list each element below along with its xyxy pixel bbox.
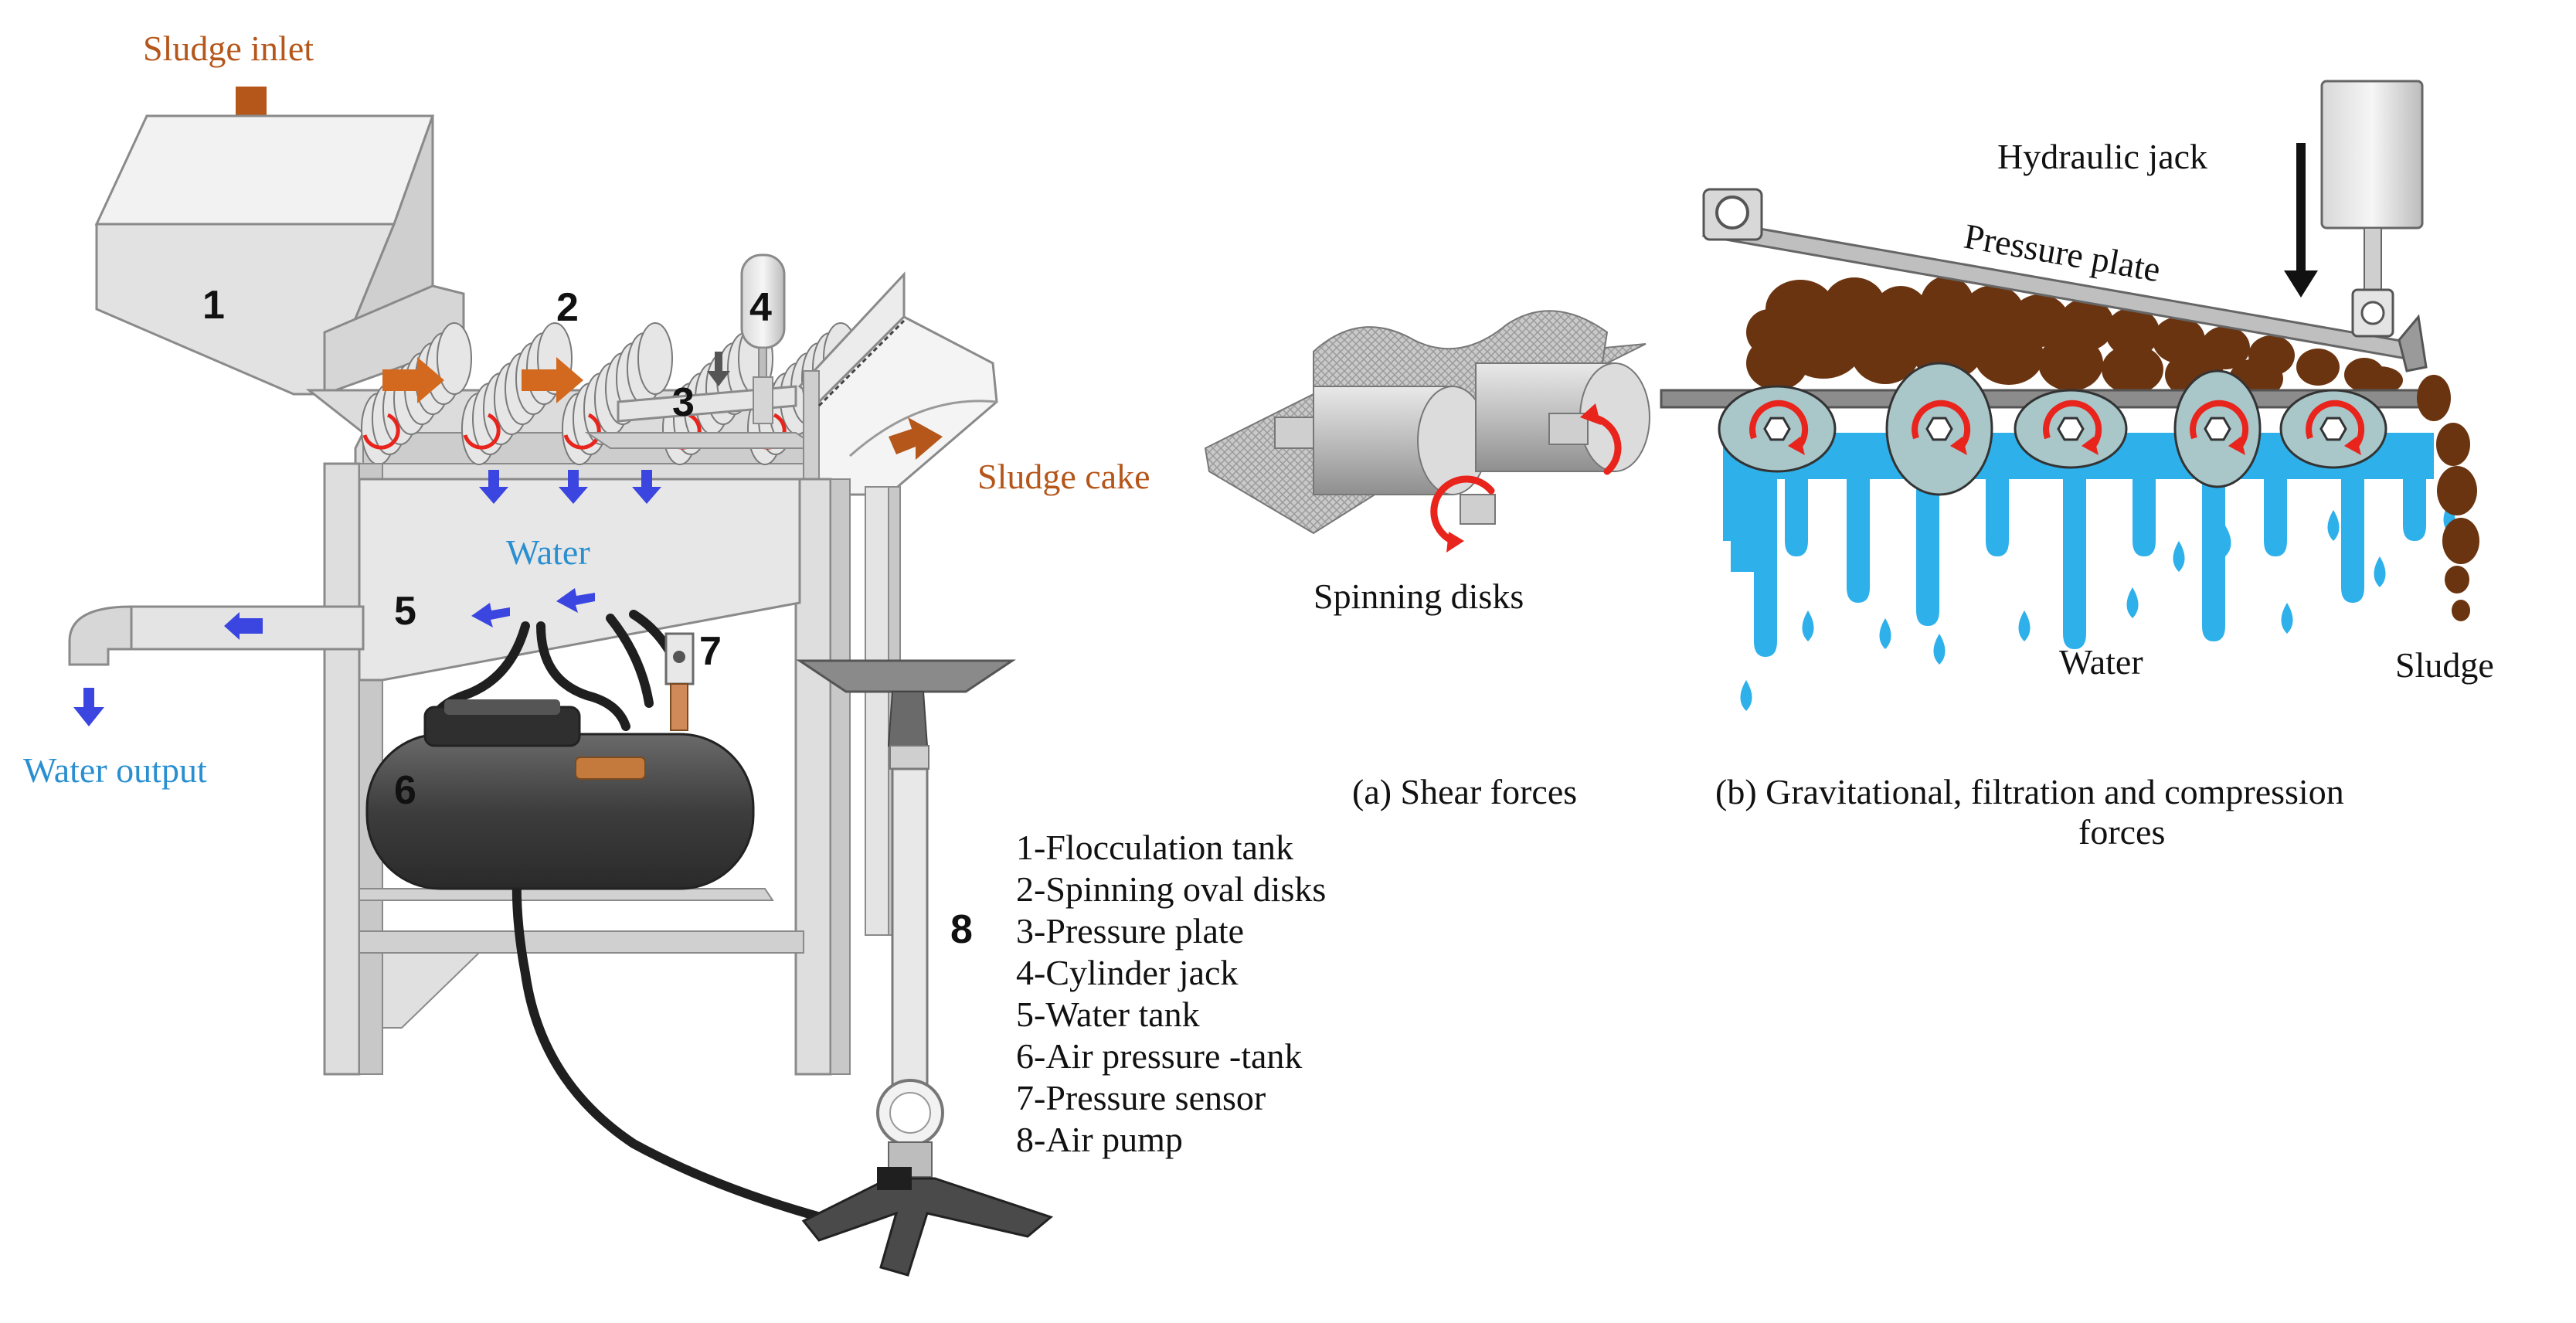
water-output-arrow <box>73 688 104 726</box>
sludge-label-b: Sludge <box>2395 645 2494 685</box>
water-drips <box>1723 433 2434 657</box>
legend-item-4: 4-Cylinder jack <box>1016 953 1238 992</box>
component-legend: 1-Flocculation tank 2-Spinning oval disk… <box>1016 828 1326 1159</box>
plate-hinge <box>1702 188 1763 241</box>
component-number-3: 3 <box>672 380 695 425</box>
hydraulic-jack-label: Hydraulic jack <box>1997 137 2207 176</box>
sludge-inlet-label: Sludge inlet <box>143 29 314 68</box>
rotation-arrow <box>463 413 501 450</box>
sludge-cake-chute <box>797 271 998 496</box>
water-outlet-pipe <box>68 605 365 666</box>
component-number-8: 8 <box>950 907 973 952</box>
panel-b-forces: Hydraulic jack Pressure plate Water Slud… <box>1660 80 2494 852</box>
legend-item-2: 2-Spinning oval disks <box>1016 869 1326 909</box>
sludge-cake-label: Sludge cake <box>977 457 1150 496</box>
legend-item-3: 3-Pressure plate <box>1016 911 1244 951</box>
component-number-2: 2 <box>556 285 579 330</box>
shear-rotation-arrowheads <box>1446 403 1601 553</box>
machine-illustration: Sludge inlet <box>23 29 1326 1277</box>
legend-item-8: 8-Air pump <box>1016 1120 1183 1159</box>
panel-a-caption: (a) Shear forces <box>1352 772 1577 811</box>
component-numbers: 1 2 3 4 5 6 7 8 <box>202 283 973 952</box>
component-number-1: 1 <box>202 283 225 328</box>
water-label: Water <box>506 532 590 572</box>
shear-rotation-arrows <box>1430 413 1622 545</box>
oval-disk-b <box>2173 369 2262 488</box>
oval-disk <box>437 322 472 395</box>
air-pressure-tank <box>365 699 755 890</box>
shear-roller-2 <box>1475 362 1650 472</box>
oval-disk-b <box>2014 389 2128 469</box>
flow-arrow-2 <box>522 357 583 403</box>
water-drop-arrows <box>471 470 661 627</box>
air-pump <box>796 659 1054 1277</box>
oval-disk <box>637 322 673 395</box>
pipe-arrow <box>224 612 263 640</box>
legend-item-7: 7-Pressure sensor <box>1016 1078 1266 1117</box>
water-output-label: Water output <box>23 750 207 790</box>
component-number-5: 5 <box>394 589 416 634</box>
oval-disk-b <box>2279 389 2387 469</box>
flow-arrow-1 <box>382 357 444 403</box>
component-number-7: 7 <box>699 629 722 674</box>
component-number-6: 6 <box>394 768 416 813</box>
sludge-layer <box>1746 276 2403 399</box>
hydraulic-jack <box>2320 80 2424 338</box>
flocculation-tank <box>94 114 465 397</box>
rotation-arrow <box>362 413 400 450</box>
pressure-sensor <box>664 632 695 731</box>
panel-b-caption-line2: forces <box>2078 812 2165 852</box>
panel-a-shear-forces: Spinning disks (a) Shear forces <box>1204 310 1650 811</box>
sludge-cake-arrow <box>889 417 943 460</box>
jack-force-arrow <box>2284 143 2318 298</box>
spinning-disks-label: Spinning disks <box>1313 576 1524 616</box>
legend-item-1: 1-Flocculation tank <box>1016 828 1293 867</box>
machine-frame <box>323 462 901 1076</box>
oval-disks-row <box>1718 362 2387 496</box>
rotation-arrow <box>563 413 601 450</box>
oval-disk-b <box>1718 385 1837 473</box>
legend-item-6: 6-Air pressure -tank <box>1016 1036 1302 1076</box>
panel-b-caption-line1: (b) Gravitational, filtration and compre… <box>1715 772 2344 811</box>
legend-item-5: 5-Water tank <box>1016 995 1200 1034</box>
component-number-4: 4 <box>749 285 772 330</box>
shear-roller-1 <box>1274 386 1496 525</box>
water-label-b: Water <box>2059 642 2143 682</box>
falling-sludge <box>2417 375 2479 621</box>
cylinder-jack <box>707 253 786 424</box>
oval-disk-b <box>1885 362 1993 496</box>
